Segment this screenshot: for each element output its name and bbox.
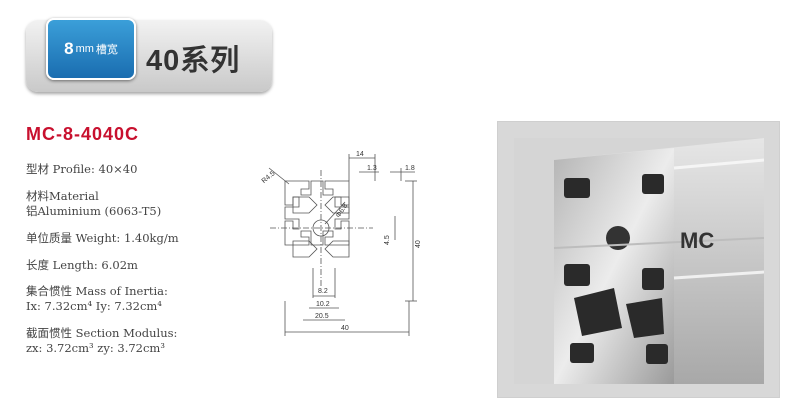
dim-40-horizontal: 40	[341, 325, 349, 332]
cavity-top-right	[324, 196, 350, 214]
spec-modulus-values: zx: 3.72cm³ zy: 3.72cm³	[26, 341, 165, 355]
profile-cross-section-drawing: R4.5 14 1.3 1.8 Φ6.8 4.5 40 8.2 10.2 20.…	[261, 151, 422, 336]
slot-width-tab: 8 mm 槽宽	[46, 18, 136, 80]
spec-material-line2: 铝Aluminium (6063-T5)	[26, 204, 162, 218]
spec-modulus-title: 截面惯性 Section Modulus:	[26, 326, 178, 340]
slot-width-value: 8	[64, 39, 74, 58]
cavity-bottom-right	[324, 240, 350, 258]
product-photo-frame: MC	[497, 121, 780, 398]
spec-profile: 型材 Profile: 40×40	[26, 162, 138, 176]
slot-width-label: 槽宽	[95, 44, 118, 56]
dim-14: 14	[356, 151, 364, 158]
series-title: 40系列	[146, 45, 241, 77]
dim-1-8: 1.8	[405, 165, 415, 172]
cavity-top-left	[292, 196, 318, 214]
spec-length: 长度 Length: 6.02m	[26, 258, 138, 272]
dim-8-2: 8.2	[318, 288, 328, 295]
dim-1-3: 1.3	[367, 165, 377, 172]
slot-width-unit: mm	[75, 43, 94, 55]
dim-20-5: 20.5	[315, 313, 329, 320]
photo-mc-label: MC	[680, 228, 714, 253]
spec-material-line1: 材料Material	[26, 189, 99, 203]
spec-inertia-title: 集合惯性 Mass of Inertia:	[26, 284, 168, 298]
product-photo: MC	[514, 138, 764, 384]
dim-40-vertical: 40	[415, 240, 422, 248]
cavity-bottom-left	[292, 240, 318, 258]
dim-4-5: 4.5	[384, 235, 391, 245]
dim-10-2: 10.2	[316, 301, 330, 308]
model-number: MC-8-4040C	[26, 124, 140, 144]
spec-inertia-values: Ix: 7.32cm⁴ Iy: 7.32cm⁴	[26, 299, 162, 313]
spec-weight: 单位质量 Weight: 1.40kg/m	[26, 231, 179, 245]
